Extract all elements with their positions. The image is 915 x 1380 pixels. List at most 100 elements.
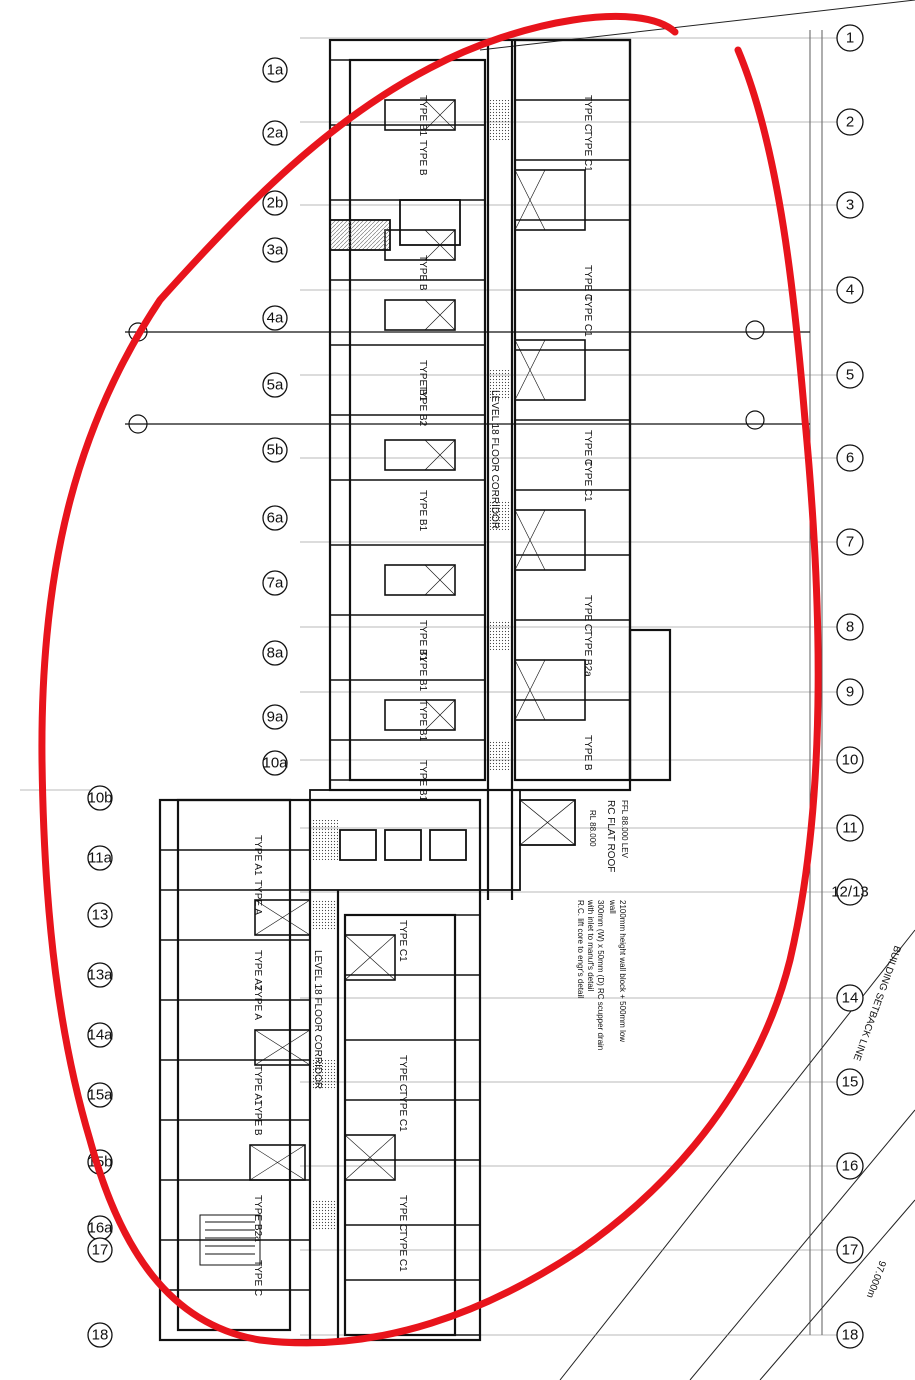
- red-highlight-outline: [38, 12, 822, 1347]
- grid-lines: [300, 37, 838, 1336]
- bath-core: [514, 339, 586, 401]
- unit-type-label: TYPE A2: [252, 950, 263, 991]
- grid-bubbles-left: 1a2a2b3a4a5a5b6a7a8a9a10a10b11a1313a14a1…: [87, 57, 288, 1348]
- duct-cross: [424, 99, 456, 131]
- grid-bubble: [836, 984, 864, 1012]
- unit-type-label: TYPE B2: [417, 385, 428, 427]
- duct-cross: [344, 1134, 396, 1181]
- level-tag: RL 88.000: [588, 810, 597, 847]
- grid-bubble-label: 7a: [267, 575, 284, 592]
- duct-cross: [254, 1029, 311, 1066]
- grid-bubble-label: 18: [842, 1327, 859, 1344]
- bath-core: [384, 439, 456, 471]
- bath-core: [254, 1029, 311, 1066]
- unit-type-label: TYPE A1: [252, 1065, 263, 1106]
- unit-type-label: TYPE C1: [397, 1090, 408, 1132]
- bath-core: [384, 564, 456, 596]
- grid-bubble: [836, 361, 864, 389]
- corridor-label-lower: LEVEL 18 FLOOR CORRIDOR: [312, 950, 323, 1089]
- duct-cross: [249, 1144, 306, 1181]
- bath-core: [514, 509, 586, 571]
- corridor-hatches: [310, 100, 511, 1230]
- grid-bubble: [262, 305, 288, 331]
- grid-bubble-label: 10: [842, 752, 859, 769]
- grid-bubble: [262, 437, 288, 463]
- unit-type-label: TYPE A: [252, 880, 263, 915]
- grid-bubble-label: 2b: [267, 195, 284, 212]
- grid-bubble-label: 16a: [87, 1220, 113, 1237]
- grid-bubble: [262, 704, 288, 730]
- bath-core: [384, 299, 456, 331]
- grid-bubble: [262, 372, 288, 398]
- bath-core: [344, 934, 396, 981]
- unit-type-label: TYPE C: [252, 1260, 263, 1296]
- unit-type-label: TYPE B: [582, 735, 593, 771]
- grid-bubble-label: 13: [92, 907, 109, 924]
- grid-bubble: [836, 678, 864, 706]
- duct-cross: [424, 564, 456, 596]
- roof-level-label: FFL 88.000 LEV: [620, 800, 629, 859]
- unit-type-label: TYPE B: [417, 140, 428, 176]
- bath-core: [384, 699, 456, 731]
- grid-bubble-label: 15a: [87, 1087, 113, 1104]
- bath-core: [249, 1144, 306, 1181]
- unit-type-label: TYPE B: [252, 1100, 263, 1136]
- grid-bubble-label: 5b: [267, 442, 284, 459]
- unit-type-label: TYPE B1: [417, 700, 428, 742]
- grid-bubble-label: 8a: [267, 645, 284, 662]
- grid-bubble: [262, 190, 288, 216]
- unit-type-label: TYPE C1: [397, 920, 408, 962]
- grid-bubble-label: 4: [846, 282, 854, 299]
- wall-note-4: with inlet to manuf's detail: [586, 899, 595, 992]
- grid-bubble-label: 12/13: [831, 884, 869, 901]
- unit-type-label: TYPE B1: [417, 760, 428, 802]
- grid-bubble-label: 9: [846, 684, 854, 701]
- duct-cross: [254, 899, 311, 936]
- grid-bubble: [87, 1082, 113, 1108]
- unit-type-label: TYPE B1: [417, 490, 428, 532]
- unit-type-label: TYPE B2a: [582, 630, 593, 677]
- duct-cross: [424, 299, 456, 331]
- grid-bubble: [87, 845, 113, 871]
- unit-type-label: TYPE B1: [417, 360, 428, 402]
- wall-note-3: 300mm (W) x 50mm (D) RC scupper drain: [596, 900, 605, 1050]
- grid-bubble: [836, 746, 864, 774]
- grid-bubble-label: 1a: [267, 62, 284, 79]
- grid-bubble: [836, 528, 864, 556]
- bath-core: [344, 1134, 396, 1181]
- grid-bubble-label: 2a: [267, 125, 284, 142]
- unit-type-label: TYPE C1: [582, 295, 593, 337]
- grid-bubble-label: 8: [846, 619, 854, 636]
- grid-bubble: [87, 1022, 113, 1048]
- grid-bubble: [836, 1152, 864, 1180]
- grid-bubble: [836, 108, 864, 136]
- grid-bubble-label: 2: [846, 114, 854, 131]
- unit-type-label: TYPE C: [582, 430, 593, 466]
- unit-type-label: TYPE C: [397, 1195, 408, 1231]
- grid-bubble: [836, 444, 864, 472]
- corridor-label-upper: LEVEL 18 FLOOR CORRIDOR: [489, 390, 500, 529]
- duct-cross: [514, 509, 546, 571]
- duct-cross: [514, 169, 546, 231]
- grid-bubble-label: 3: [846, 197, 854, 214]
- grid-bubble-label: 10b: [87, 790, 112, 807]
- grid-bubble-label: 6a: [267, 510, 284, 527]
- grid-bubble: [87, 962, 113, 988]
- grid-bubble: [262, 120, 288, 146]
- grid-bubble-label: 18: [92, 1327, 109, 1344]
- wall-note-1: 2100mm height wall block + 500mm low: [618, 900, 627, 1042]
- grid-bubble-label: 14a: [87, 1027, 113, 1044]
- unit-type-label: TYPE C1: [397, 1230, 408, 1272]
- lower-partitions: [160, 849, 480, 1336]
- grid-bubble-label: 15: [842, 1074, 859, 1091]
- grid-bubble: [262, 750, 288, 776]
- stair-lower: [199, 1214, 261, 1266]
- duct-cross: [344, 934, 396, 981]
- unit-type-label: TYPE A: [252, 985, 263, 1020]
- setback-dimension: 97.000m: [864, 1259, 888, 1299]
- duct-cross: [514, 339, 546, 401]
- grid-bubble: [836, 814, 864, 842]
- duct-cross: [424, 699, 456, 731]
